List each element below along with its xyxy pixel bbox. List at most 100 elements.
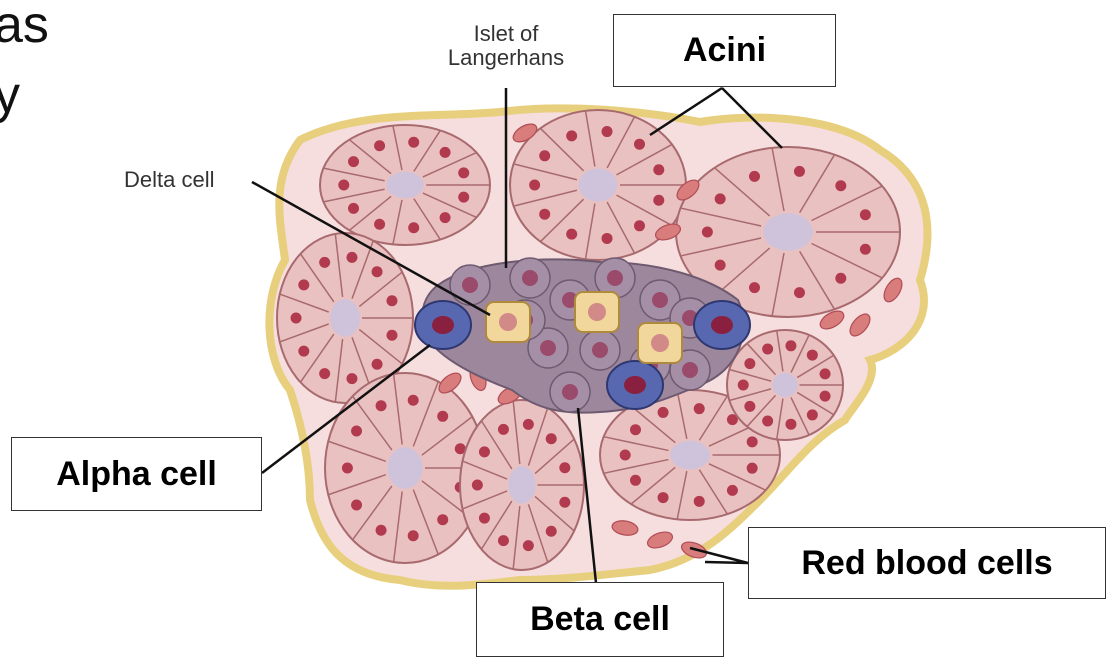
- leader-rbc-2: [704, 560, 749, 565]
- acinar-nucleus: [559, 496, 571, 508]
- red-blood-cell: [883, 277, 903, 303]
- label-beta-cell: Beta cell: [476, 582, 724, 657]
- acinus-3: [675, 146, 901, 318]
- beta-cell-nucleus: [682, 362, 698, 378]
- acinar-nucleus: [439, 146, 451, 158]
- acinar-cell-border: [746, 394, 777, 428]
- acinar-nucleus: [408, 136, 420, 148]
- acinar-nucleus: [806, 409, 818, 421]
- acinar-cell-border: [796, 391, 835, 416]
- acinar-nucleus: [539, 208, 551, 220]
- acinar-nucleus: [458, 191, 470, 203]
- acinar-nucleus: [714, 259, 726, 271]
- acinus-7: [599, 389, 781, 521]
- label-alpha-cell: Alpha cell: [11, 437, 262, 511]
- beta-cell-nucleus: [462, 277, 478, 293]
- acinar-cell-border: [630, 405, 676, 444]
- red-blood-cell: [849, 313, 871, 337]
- acinus-lumen: [387, 447, 423, 489]
- acinar-cell-border: [392, 199, 403, 245]
- acinar-cell-border: [698, 395, 729, 441]
- acinus-lumen: [578, 168, 618, 202]
- acinar-cell-border: [512, 505, 521, 570]
- acinar-cell-border: [358, 328, 403, 365]
- acinar-cell-border: [584, 110, 596, 167]
- acinar-nucleus: [746, 436, 758, 448]
- acinar-nucleus: [601, 126, 613, 138]
- beta-cell-nucleus: [592, 342, 608, 358]
- acinar-nucleus: [785, 340, 797, 352]
- leader-delta: [251, 180, 491, 317]
- acinar-cell-border: [680, 237, 762, 257]
- red-blood-cell: [819, 310, 845, 330]
- acinar-cell-border: [480, 500, 513, 550]
- acinar-nucleus: [749, 282, 761, 294]
- acinar-nucleus: [386, 295, 398, 307]
- alpha-cell-nucleus: [432, 316, 454, 334]
- acinar-nucleus: [629, 424, 641, 436]
- acinar-cell-border: [327, 473, 387, 496]
- acinar-cell-border: [412, 381, 439, 447]
- acinar-cell-border: [584, 203, 596, 260]
- acinar-cell-border: [392, 125, 403, 171]
- acinar-cell-border: [539, 127, 585, 172]
- acinus-lumen: [508, 466, 536, 504]
- red-blood-cell: [676, 179, 700, 201]
- acinar-cell-border: [708, 463, 767, 491]
- acinar-nucleus: [737, 379, 749, 391]
- acinar-cell-border: [603, 435, 669, 452]
- label-red-blood-cells: Red blood cells: [748, 527, 1106, 599]
- acinar-cell-border: [279, 323, 329, 343]
- acinar-cell-border: [698, 469, 729, 515]
- acinar-cell-border: [603, 458, 669, 475]
- acinar-nucleus: [374, 140, 386, 152]
- acinar-nucleus: [298, 279, 310, 291]
- acinus-4: [276, 232, 414, 404]
- red-blood-cell: [512, 123, 538, 143]
- red-blood-cell: [646, 531, 674, 549]
- leader-acini-2: [721, 87, 783, 149]
- acinar-cell-border: [327, 440, 387, 463]
- acinar-nucleus: [806, 349, 818, 361]
- acinar-nucleus: [371, 358, 383, 370]
- acinar-nucleus: [793, 165, 805, 177]
- acinar-nucleus: [629, 474, 641, 486]
- acinar-cell-border: [616, 143, 673, 176]
- acinar-nucleus: [437, 514, 449, 526]
- acinar-nucleus: [497, 535, 509, 547]
- acini-group: [276, 109, 901, 571]
- acinar-nucleus: [744, 358, 756, 370]
- acinar-nucleus: [437, 410, 449, 422]
- acinar-cell-border: [606, 201, 636, 254]
- acinar-cell-border: [358, 271, 403, 308]
- acinar-nucleus: [633, 138, 645, 150]
- acinar-cell-border: [413, 198, 441, 240]
- acinar-nucleus: [793, 287, 805, 299]
- slide-title-fragment-1: as: [0, 0, 49, 54]
- acinar-cell-border: [334, 338, 344, 403]
- acinar-nucleus: [545, 433, 557, 445]
- beta-cell-nucleus: [562, 384, 578, 400]
- acinar-nucleus: [726, 484, 738, 496]
- acinar-cell-border: [513, 163, 578, 181]
- acinar-nucleus: [744, 400, 756, 412]
- delta-cell-nucleus: [588, 303, 606, 321]
- leader-lines: [251, 86, 783, 584]
- acinar-nucleus: [497, 423, 509, 435]
- delta-cell-nucleus: [651, 334, 669, 352]
- acinar-nucleus: [454, 443, 466, 455]
- acinar-nucleus: [819, 368, 831, 380]
- acinar-nucleus: [319, 368, 331, 380]
- acinar-nucleus: [859, 243, 871, 255]
- acinar-cell-border: [746, 342, 777, 376]
- acinar-cell-border: [527, 504, 549, 563]
- acinar-nucleus: [439, 212, 451, 224]
- acinar-cell-border: [348, 195, 392, 231]
- acinar-cell-border: [352, 485, 393, 541]
- acinar-cell-border: [790, 397, 810, 436]
- acinar-cell-border: [676, 470, 688, 520]
- acinar-nucleus: [693, 495, 705, 507]
- acinar-nucleus: [371, 266, 383, 278]
- acinar-cell-border: [616, 194, 673, 227]
- acinar-nucleus: [348, 156, 360, 168]
